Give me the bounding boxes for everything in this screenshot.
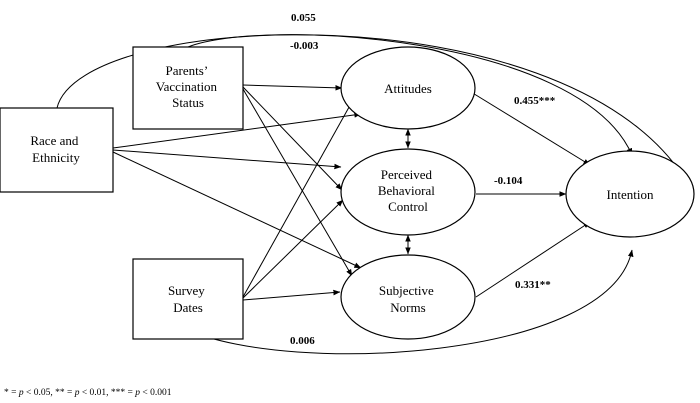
coef-survey-intention: 0.006	[290, 335, 315, 347]
label-pbc: Perceived Behavioral Control	[378, 167, 438, 214]
node-survey-dates	[132, 258, 244, 340]
coef-attitudes-intention: 0.455***	[514, 95, 556, 107]
coef-parents-intention: -0.003	[290, 40, 319, 52]
label-intention: Intention	[607, 187, 654, 202]
node-intention	[565, 150, 695, 238]
significance-footnote: * = p < 0.05, ** = p < 0.01, *** = p < 0…	[4, 388, 172, 398]
label-attitudes: Attitudes	[384, 81, 432, 96]
node-attitudes	[340, 46, 476, 130]
coef-pbc-intention: -0.104	[494, 175, 523, 187]
edge-race-pbc	[112, 149, 342, 170]
edge-parents-pbc	[242, 86, 343, 191]
edge-attitudes-intention	[470, 91, 591, 166]
edge-survey-norms	[242, 289, 341, 301]
edge-survey-pbc	[242, 199, 344, 299]
edge-survey-intention	[187, 249, 634, 355]
edge-parents-norms	[242, 88, 353, 277]
coef-norms-intention: 0.331**	[515, 279, 551, 291]
node-parents-vaccination-status	[132, 46, 244, 130]
label-parents: Parents’ Vaccination Status	[156, 63, 221, 110]
edge-race-norms	[112, 151, 362, 269]
coef-race-intention: 0.055	[291, 12, 316, 24]
label-race: Race and Ethnicity	[30, 133, 81, 165]
edge-parents-attitudes	[242, 84, 343, 91]
edge-parents-intention	[187, 34, 633, 156]
node-race-ethnicity	[0, 107, 114, 193]
edge-survey-attitudes	[242, 99, 354, 298]
label-survey: Survey Dates	[168, 283, 208, 315]
edge-race-attitudes	[112, 112, 362, 149]
label-norms: Subjective Norms	[379, 283, 437, 315]
node-perceived-behavioral-control	[340, 148, 476, 236]
edge-norms-intention	[475, 221, 591, 298]
node-subjective-norms	[340, 254, 476, 340]
